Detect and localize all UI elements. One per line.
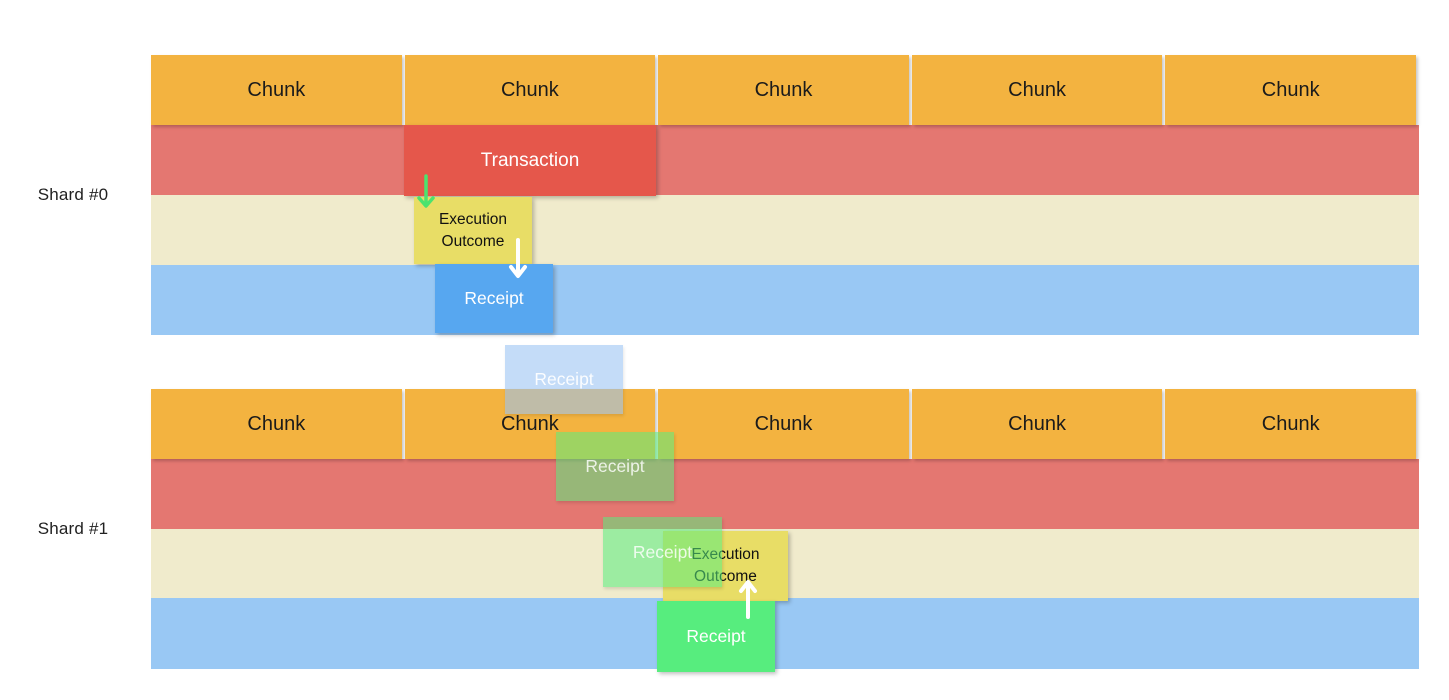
receipt-transit-box-1: Receipt [505,345,623,414]
shard1-receipt-band [151,598,1419,669]
execution-outcome-box-shard0: Execution Outcome [414,197,532,264]
receipt-box-shard1: Receipt [657,601,775,672]
receipt-transit-box-3: Receipt [603,517,722,587]
chunk-box: Chunk [911,55,1163,125]
shard0-receipt-band [151,265,1419,335]
arrow-down-green-icon [417,174,435,208]
arrow-down-white-icon [509,238,527,278]
chunk-box: Chunk [404,55,656,125]
chunk-box: Chunk [911,389,1163,459]
receipt-transit-box-2: Receipt [556,432,674,501]
chunk-box: Chunk [658,55,909,125]
shard1-chunk-row: Chunk Chunk Chunk Chunk Chunk [151,389,1416,459]
shard1-label: Shard #1 [37,519,109,538]
shard0-label: Shard #0 [37,185,109,204]
shard1-transaction-band [151,459,1419,529]
chunk-box: Chunk [151,55,402,125]
transaction-box: Transaction [404,125,656,196]
arrow-up-white-icon [739,580,757,619]
chunk-box: Chunk [151,389,402,459]
shard0-outcome-band [151,195,1419,265]
chunk-box: Chunk [1165,55,1416,125]
shard0-transaction-band [151,125,1419,195]
chunk-box: Chunk [1165,389,1416,459]
shard0-chunk-row: Chunk Chunk Chunk Chunk Chunk [151,55,1416,125]
receipt-box-shard0: Receipt [435,264,553,333]
chunk-box: Chunk [658,389,909,459]
